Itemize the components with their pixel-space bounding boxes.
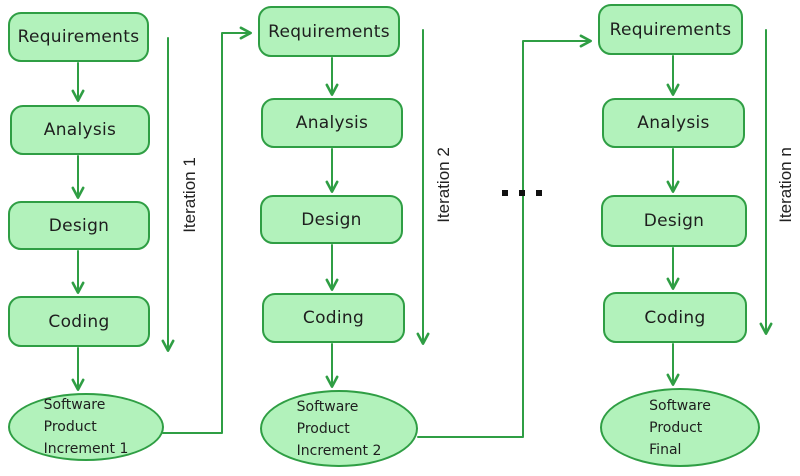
stage-box-coding-n: Coding bbox=[603, 292, 747, 343]
iteration-n-label: Iteration n bbox=[776, 147, 795, 223]
product-line: Increment 2 bbox=[296, 442, 382, 459]
stage-box-design-2: Design bbox=[260, 195, 403, 244]
ellipsis-separator bbox=[502, 190, 542, 196]
stage-box-analysis-1: Analysis bbox=[10, 105, 150, 155]
iteration-2-label: Iteration 2 bbox=[434, 147, 453, 223]
product-line: Product bbox=[649, 419, 703, 436]
stage-box-design-1: Design bbox=[8, 201, 150, 250]
product-line: Software bbox=[296, 398, 359, 415]
product-line: Final bbox=[649, 441, 682, 458]
stage-box-design-n: Design bbox=[601, 195, 747, 247]
product-ellipse-increment-2: Software Product Increment 2 bbox=[260, 390, 418, 467]
stage-box-requirements-n: Requirements bbox=[598, 4, 743, 55]
stage-box-requirements-2: Requirements bbox=[258, 6, 400, 57]
connector-increment2-to-iterationN bbox=[417, 34, 592, 438]
product-ellipse-final: Software Product Final bbox=[600, 388, 760, 467]
product-line: Increment 1 bbox=[43, 441, 129, 457]
stage-box-coding-1: Coding bbox=[8, 296, 150, 347]
connector-increment1-to-iteration2 bbox=[162, 26, 252, 434]
separator-dot bbox=[502, 190, 508, 196]
separator-dot bbox=[519, 190, 525, 196]
product-line: Product bbox=[43, 419, 97, 435]
product-line: Product bbox=[296, 420, 350, 437]
product-line: Software bbox=[649, 397, 711, 414]
stage-box-analysis-n: Analysis bbox=[602, 98, 745, 148]
stage-box-requirements-1: Requirements bbox=[8, 12, 149, 62]
separator-dot bbox=[536, 190, 542, 196]
product-ellipse-increment-1: Software Product Increment 1 bbox=[8, 393, 164, 461]
stage-box-coding-2: Coding bbox=[262, 293, 405, 343]
stage-box-analysis-2: Analysis bbox=[261, 98, 403, 148]
product-line: Software bbox=[43, 397, 106, 413]
iteration-1-label: Iteration 1 bbox=[180, 157, 199, 233]
